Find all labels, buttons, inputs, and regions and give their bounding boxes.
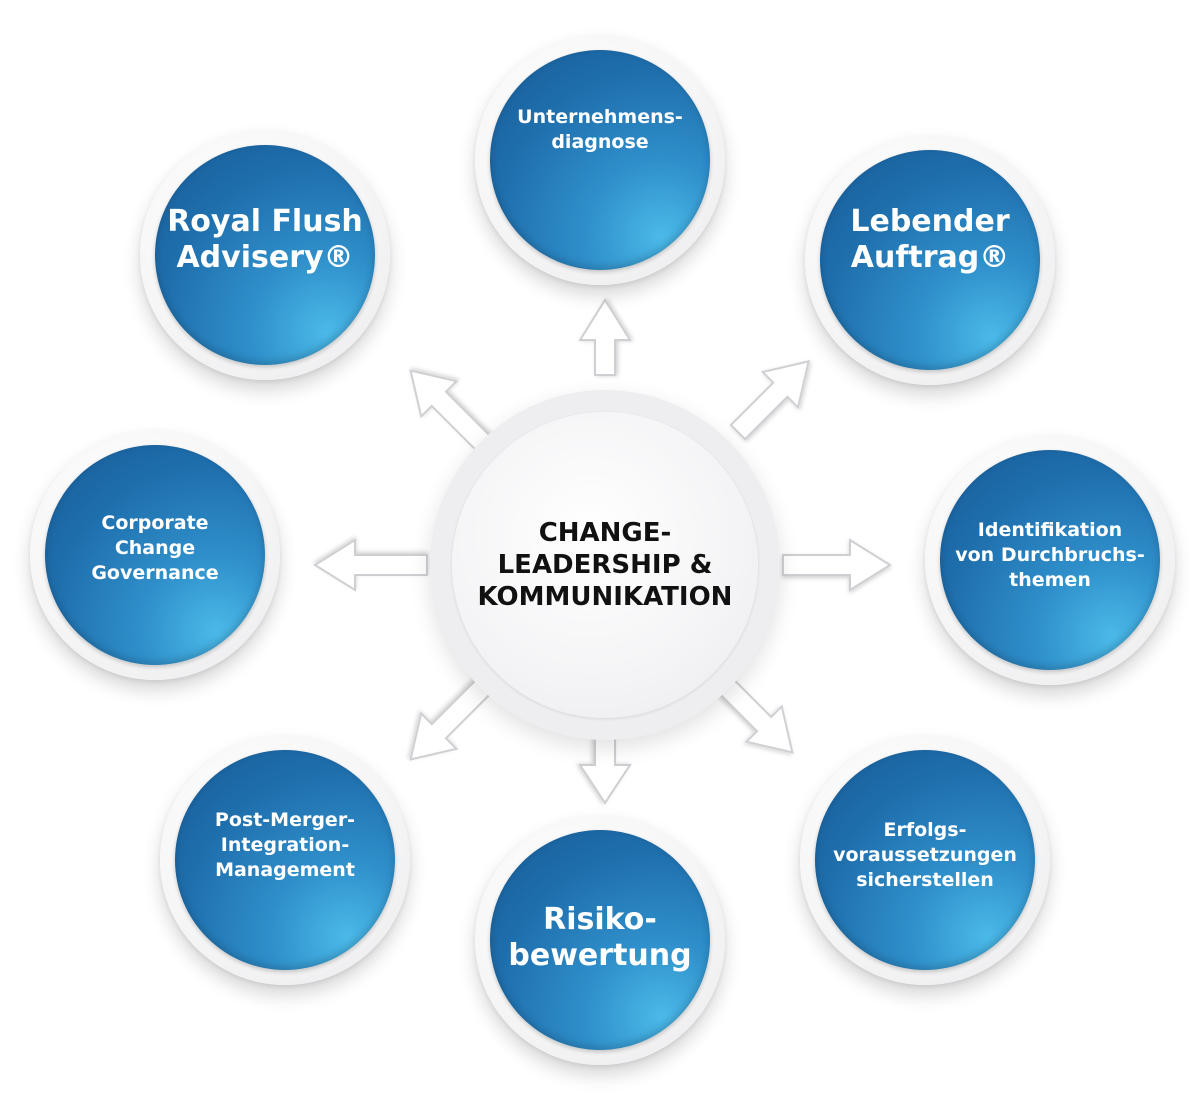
center-disc: CHANGE- LEADERSHIP & KOMMUNIKATION (452, 412, 758, 718)
center-label: CHANGE- LEADERSHIP & KOMMUNIKATION (477, 518, 733, 612)
arrow-down-left-icon (409, 676, 494, 761)
node-label-risikobewertung: Risiko- bewertung (508, 901, 692, 973)
arrow-up-icon (578, 298, 632, 376)
node-royal-flush: Royal Flush Advisery® (140, 130, 390, 380)
arrow-down-icon (578, 734, 632, 805)
node-disc: Unternehmens- diagnose (490, 50, 710, 270)
node-label-post-merger: Post-Merger- Integration- Management (214, 808, 356, 881)
node-risikobewertung: Risiko- bewertung (475, 815, 725, 1065)
node-disc: Royal Flush Advisery® (155, 145, 375, 365)
arrow-up-left-icon (409, 369, 494, 454)
node-label-unternehmensdiagnose: Unternehmens- diagnose (517, 106, 683, 153)
node-identifikation: Identifikation von Durchbruchs- themen (925, 435, 1175, 685)
node-disc: Risiko- bewertung (490, 830, 710, 1050)
node-lebender-auftrag: Lebender Auftrag® (805, 135, 1055, 385)
center-circle: CHANGE- LEADERSHIP & KOMMUNIKATION (430, 390, 780, 740)
node-label-identifikation: Identifikation von Durchbruchs- themen (955, 518, 1145, 591)
arrow-left-icon (313, 538, 428, 592)
node-post-merger: Post-Merger- Integration- Management (160, 735, 410, 985)
arrow-up-right-icon (729, 360, 810, 441)
node-unternehmensdiagnose: Unternehmens- diagnose (475, 35, 725, 285)
node-label-corporate-change: Corporate Change Governance (91, 511, 219, 584)
node-label-lebender-auftrag: Lebender Auftrag® (850, 204, 1010, 275)
node-disc: Erfolgs- voraussetzungen sicherstellen (815, 750, 1035, 970)
node-label-erfolgsvoraussetzungen: Erfolgs- voraussetzungen sicherstellen (833, 818, 1017, 891)
node-disc: Lebender Auftrag® (820, 150, 1040, 370)
arrow-right-icon (782, 538, 892, 592)
node-erfolgsvoraussetzungen: Erfolgs- voraussetzungen sicherstellen (800, 735, 1050, 985)
arrow-down-right-icon (716, 676, 794, 754)
node-disc: Post-Merger- Integration- Management (175, 750, 395, 970)
node-label-royal-flush: Royal Flush Advisery® (167, 204, 363, 275)
node-disc: Identifikation von Durchbruchs- themen (940, 450, 1160, 670)
node-disc: Corporate Change Governance (45, 445, 265, 665)
node-corporate-change: Corporate Change Governance (30, 430, 280, 680)
